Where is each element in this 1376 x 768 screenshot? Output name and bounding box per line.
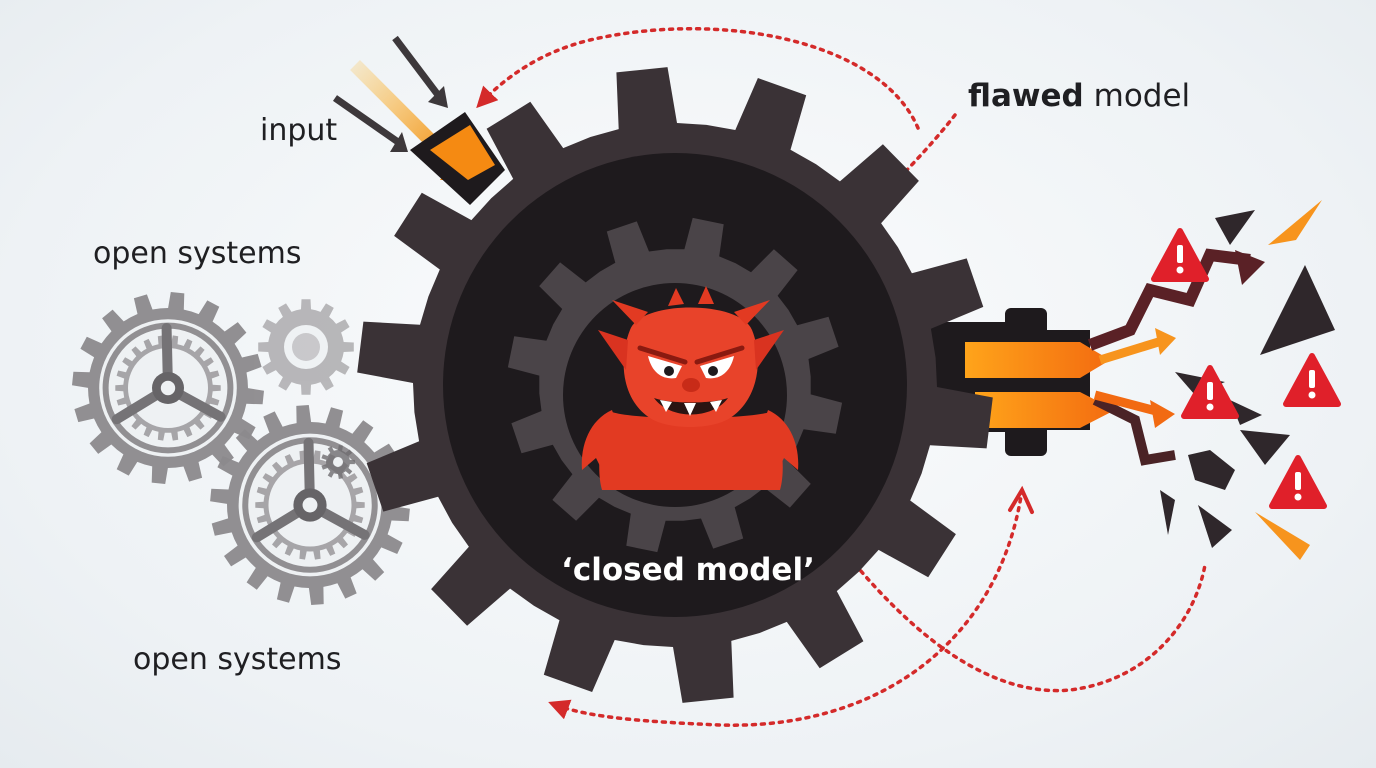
grey-gear-small: [258, 299, 354, 395]
warning-triangle-icon: [1181, 365, 1239, 419]
warning-bar: [1295, 472, 1301, 490]
warning-dot: [1308, 391, 1316, 399]
grey-gear-lower: [210, 405, 410, 605]
model-word: model: [1083, 78, 1191, 114]
warning-bar: [1177, 245, 1183, 263]
warning-bar: [1309, 370, 1315, 388]
open-systems-gears: [72, 292, 410, 605]
warnings-group: [1151, 228, 1341, 509]
open-systems-label-top: open systems: [93, 236, 302, 271]
grey-gear-large-axle: [160, 380, 176, 396]
input-label: input: [260, 113, 338, 148]
devil-icon: [581, 286, 799, 490]
open-systems-label-bottom: open systems: [133, 642, 342, 677]
warning-triangle-icon: [1151, 228, 1209, 282]
grey-gear-tiny: [321, 445, 355, 479]
feedback-loop-top: [476, 26, 920, 130]
warning-dot: [1206, 403, 1214, 411]
grey-gear-lower-axle: [302, 497, 318, 513]
warning-triangle-icon: [1283, 353, 1341, 407]
grey-gear-small-hub: [292, 333, 320, 361]
debris-fragments: [1087, 200, 1335, 560]
warning-triangle-icon: [1269, 455, 1327, 509]
feedback-loop-lower: [548, 488, 1024, 727]
closed-model-label: ‘closed model’: [561, 552, 815, 588]
flawed-word: flawed: [968, 78, 1084, 114]
warning-dot: [1294, 493, 1302, 501]
input-arrows: [332, 35, 505, 205]
warning-dot: [1176, 266, 1184, 274]
flawed-model-label: flawed model: [968, 78, 1190, 114]
warning-bar: [1207, 382, 1213, 400]
grey-gear-tiny-hole: [333, 457, 343, 467]
feedback-loop-lower-head: [1008, 485, 1034, 514]
grey-gear-large: [72, 292, 264, 484]
